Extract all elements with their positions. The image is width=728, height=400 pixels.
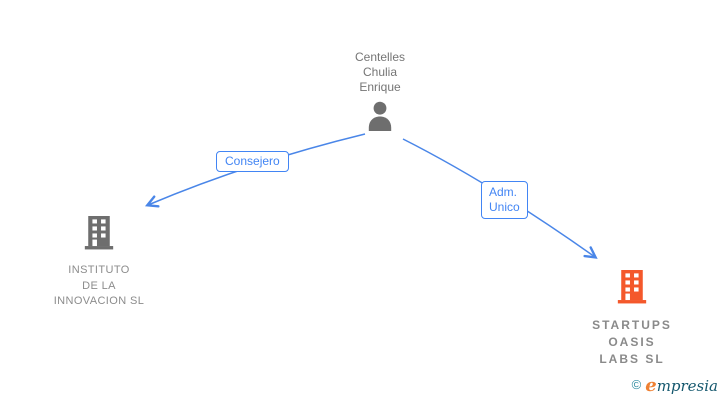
- person-icon: [366, 101, 394, 136]
- company-name-line: DE LA: [82, 279, 116, 292]
- company-name: INSTITUTO DE LA INNOVACION SL: [29, 263, 169, 310]
- relation-label-text: Unico: [489, 200, 520, 214]
- person-name-line: Enrique: [359, 80, 401, 94]
- company-name: STARTUPS OASIS LABS SL: [562, 317, 702, 368]
- relation-label-text: Consejero: [225, 154, 280, 168]
- company-name-line: INSTITUTO: [68, 264, 130, 276]
- brand-name: mpresia: [656, 377, 718, 395]
- company-name-line: STARTUPS: [592, 318, 672, 332]
- copyright-icon: ©: [631, 377, 642, 392]
- building-icon: [617, 270, 647, 308]
- relation-label-consejero[interactable]: Consejero: [216, 151, 289, 172]
- brand-initial: e: [645, 375, 657, 396]
- person-name-line: Centelles: [354, 50, 406, 64]
- person-node[interactable]: Centelles Chulia Enrique: [318, 50, 442, 136]
- empresia-logo[interactable]: ©empresia: [632, 375, 718, 396]
- company-node-instituto[interactable]: INSTITUTO DE LA INNOVACION SL: [29, 216, 169, 310]
- relation-label-adm-unico[interactable]: Adm. Unico: [481, 181, 528, 219]
- company-name-line: LABS SL: [599, 352, 665, 366]
- company-name-line: OASIS: [608, 335, 656, 349]
- relation-label-text: Adm.: [489, 185, 518, 199]
- building-icon: [84, 216, 114, 254]
- person-name-line: Chulia: [362, 65, 398, 79]
- person-name: Centelles Chulia Enrique: [318, 50, 442, 95]
- company-node-startups-oasis[interactable]: STARTUPS OASIS LABS SL: [562, 270, 702, 368]
- company-name-line: INNOVACION SL: [53, 295, 145, 307]
